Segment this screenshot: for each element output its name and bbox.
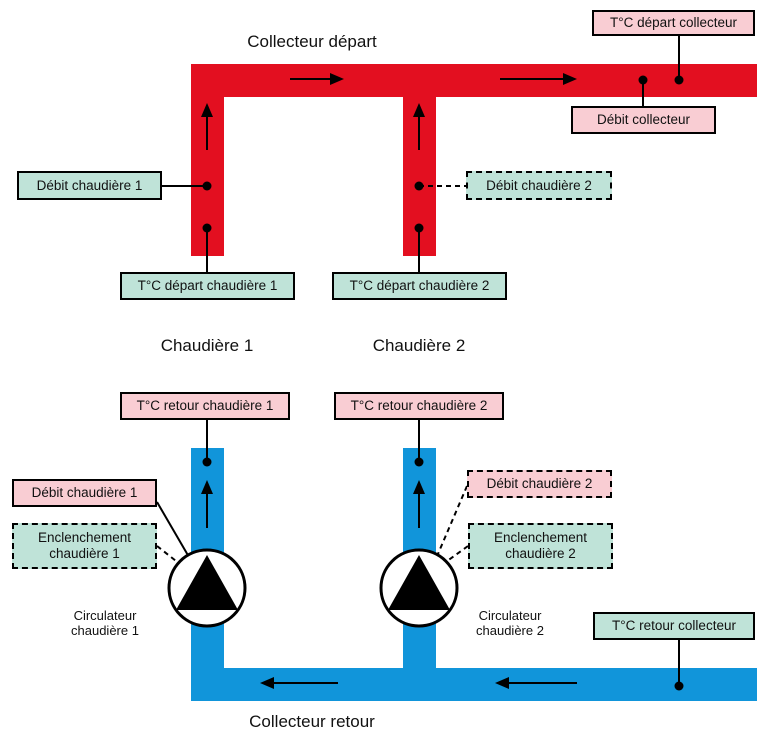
pump-1-caption-line-2: chaudière 1 [71, 623, 139, 638]
return-header-title: Collecteur retour [249, 712, 375, 732]
sensor-dot [202, 223, 212, 233]
arrow-head-icon [330, 73, 344, 85]
label-enable-boiler-1-line-1: Enclenchement [37, 530, 132, 546]
label-temp-supply-boiler-1: T°C départ chaudière 1 [120, 272, 295, 300]
label-enable-boiler-2: Enclenchement chaudière 2 [468, 523, 613, 569]
label-temp-return-header: T°C retour collecteur [593, 612, 755, 640]
arrow-head-icon [495, 677, 509, 689]
connector-line [156, 545, 191, 573]
arrow-head-icon [563, 73, 577, 85]
sensor-dot [638, 75, 648, 85]
label-enable-boiler-1-line-2: chaudière 1 [49, 546, 120, 561]
label-enable-boiler-1: Enclenchement chaudière 1 [12, 523, 157, 569]
label-temp-return-boiler-1: T°C retour chaudière 1 [120, 392, 290, 420]
boiler-1-title: Chaudière 1 [160, 336, 254, 356]
sensor-dot [202, 457, 212, 467]
arrow-head-icon [201, 103, 213, 117]
return-header-pipe [191, 668, 757, 701]
label-temp-return-boiler-2: T°C retour chaudière 2 [334, 392, 504, 420]
pump-2-icon [379, 548, 459, 628]
arrow-head-icon [260, 677, 274, 689]
sensor-dot [414, 181, 424, 191]
supply-header-title: Collecteur départ [247, 32, 377, 52]
label-flow-boiler-2-supply: Débit chaudière 2 [466, 171, 612, 200]
pump-2-caption-line-2: chaudière 2 [476, 623, 544, 638]
pump-2-caption-line-1: Circulateur [478, 608, 542, 624]
arrow-head-icon [413, 103, 425, 117]
label-temp-supply-boiler-2: T°C départ chaudière 2 [332, 272, 507, 300]
sensor-dot [674, 681, 684, 691]
pump-1-caption-line-1: Circulateur [73, 608, 137, 624]
label-temp-supply-header: T°C départ collecteur [592, 10, 755, 36]
label-flow-boiler-2-return: Débit chaudière 2 [467, 470, 612, 498]
arrow-head-icon [201, 480, 213, 494]
label-flow-boiler-1-return: Débit chaudière 1 [12, 479, 157, 507]
sensor-dot [674, 75, 684, 85]
sensor-dot [414, 457, 424, 467]
boiler-2-title: Chaudière 2 [372, 336, 466, 356]
pump-1-icon [167, 548, 247, 628]
label-enable-boiler-2-line-2: chaudière 2 [505, 546, 576, 561]
pump-2-caption: Circulateur chaudière 2 [455, 604, 565, 644]
sensor-dot [414, 223, 424, 233]
arrow-head-icon [413, 480, 425, 494]
label-flow-header: Débit collecteur [571, 106, 716, 134]
supply-header-pipe [191, 64, 757, 97]
sensor-dot [202, 181, 212, 191]
label-enable-boiler-2-line-1: Enclenchement [493, 530, 588, 546]
pump-1-caption: Circulateur chaudière 1 [50, 604, 160, 644]
label-flow-boiler-1-supply: Débit chaudière 1 [17, 171, 162, 200]
